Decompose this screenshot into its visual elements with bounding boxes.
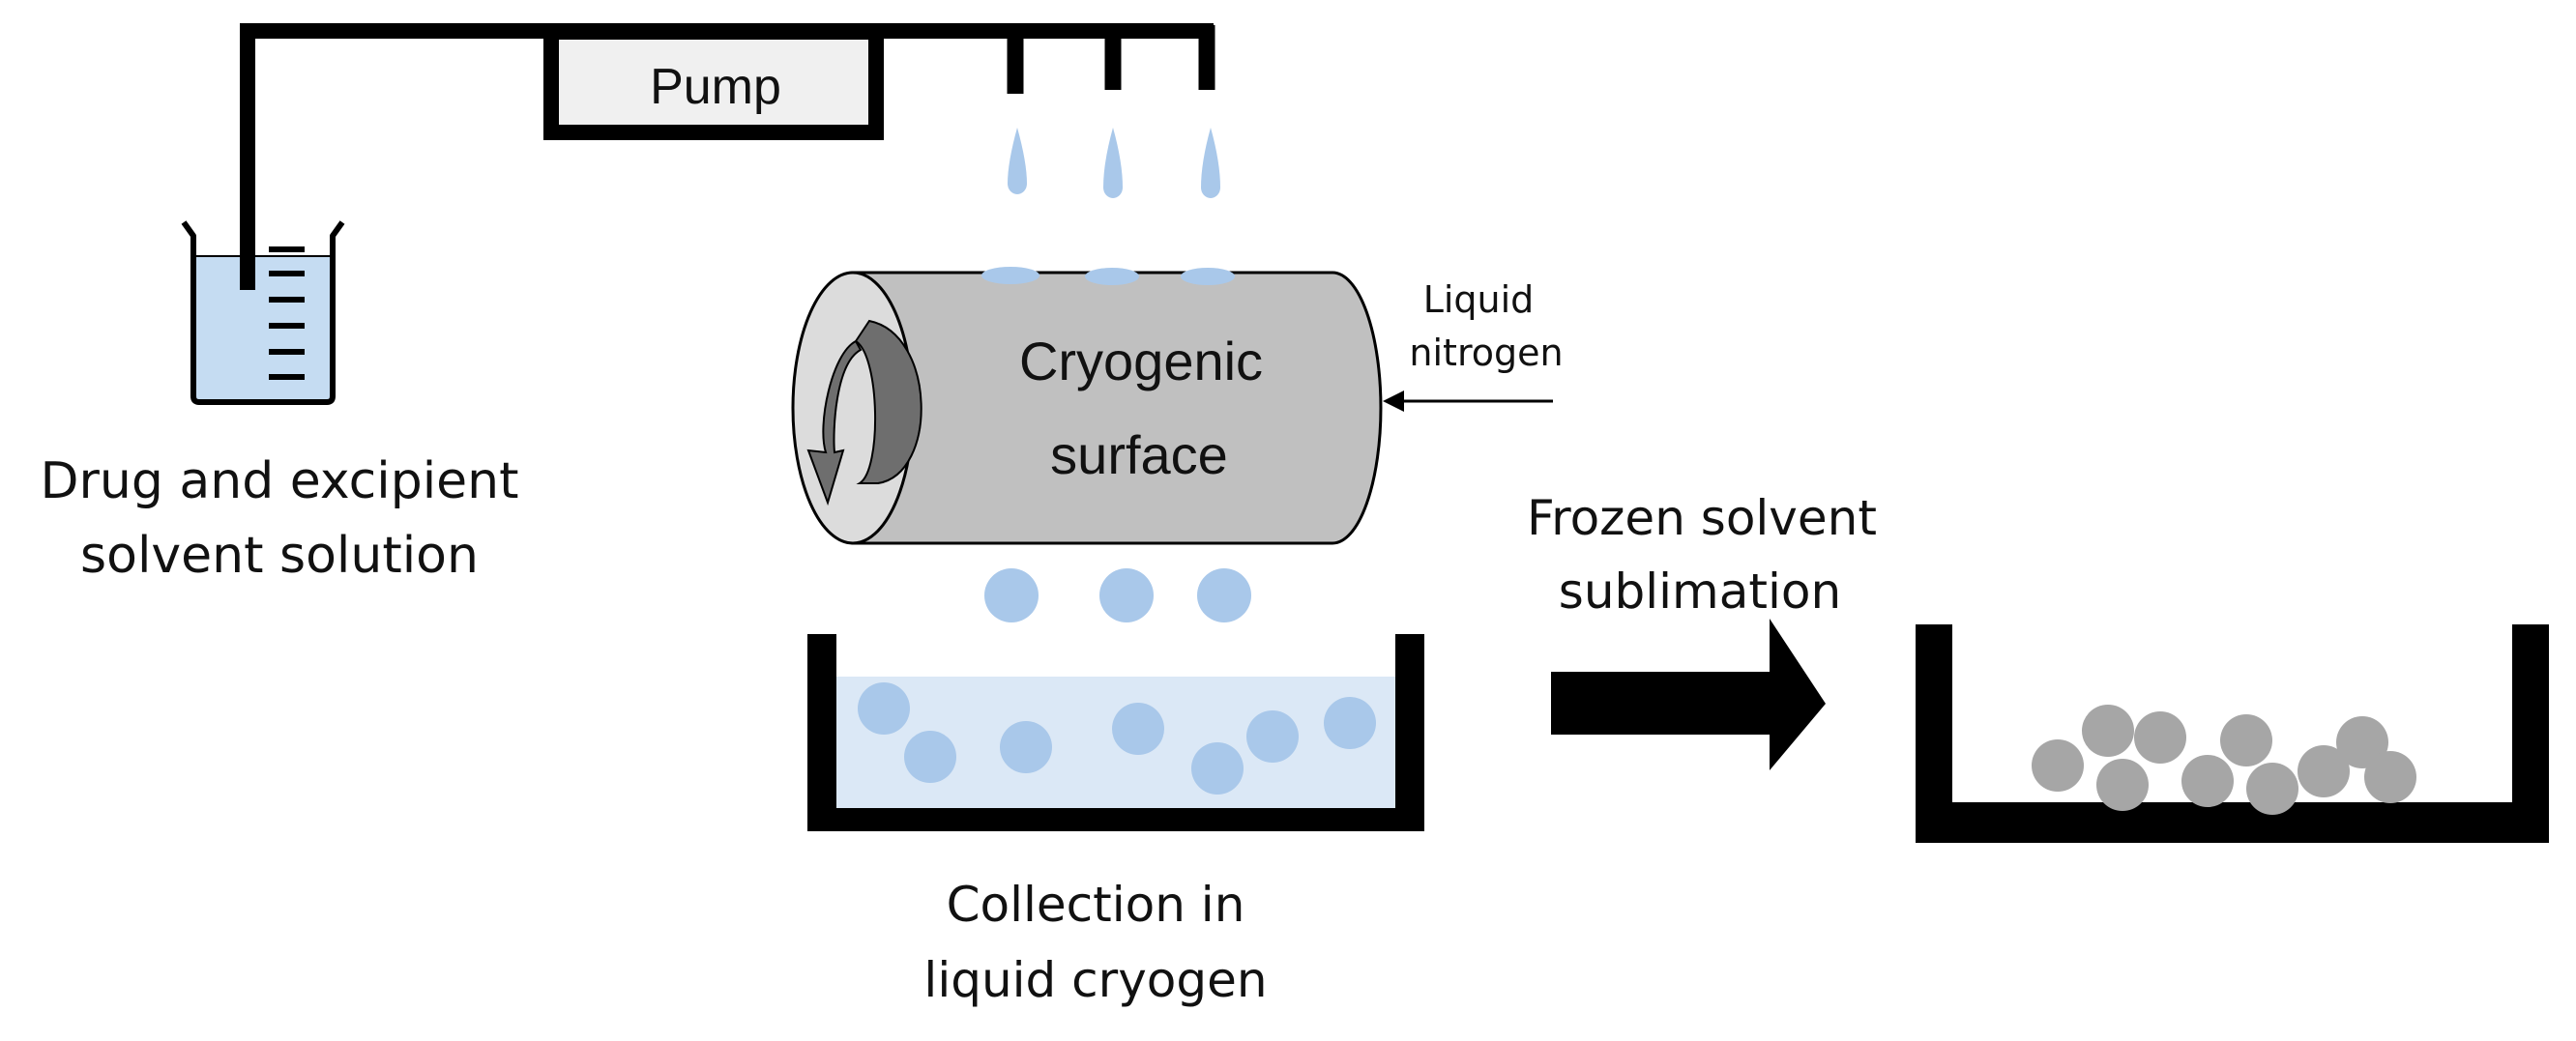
cylinder-body <box>851 271 1383 545</box>
dried-particles <box>2032 705 2416 815</box>
falling-pellet-3 <box>1197 568 1251 622</box>
rotation-arrow-icon <box>806 319 922 506</box>
pump-box <box>543 24 884 140</box>
drop-2 <box>1103 128 1123 198</box>
sublimation-label-line2: sublimation <box>1559 564 1841 620</box>
collection-label-line2: liquid cryogen <box>923 952 1267 1008</box>
cryogenic-surface-label-line2: surface <box>1050 424 1228 485</box>
collected-pellets <box>858 682 1376 795</box>
drop-3 <box>1201 128 1220 198</box>
source-label-line1: Drug and excipient <box>40 452 518 510</box>
product-tray <box>1916 624 2549 843</box>
liquid-nitrogen-label-line1: Liquid <box>1423 278 1535 321</box>
surface-droplets <box>981 267 1235 285</box>
falling-drops <box>1008 128 1220 198</box>
falling-pellet-1 <box>984 568 1039 622</box>
surface-droplet-2 <box>1085 268 1139 285</box>
falling-pellets <box>984 568 1251 622</box>
collection-tray-walls <box>807 634 1424 831</box>
falling-pellet-2 <box>1099 568 1154 622</box>
process-step: Frozen solvent sublimation <box>1527 490 1877 770</box>
beaker-solution <box>193 256 333 402</box>
liquid-nitrogen-label-line2: nitrogen <box>1409 332 1563 374</box>
beaker-icon <box>181 220 345 405</box>
collection-label-line1: Collection in <box>947 877 1245 933</box>
source-label-line2: solvent solution <box>80 527 479 585</box>
beaker-outline <box>181 220 345 405</box>
surface-droplet-1 <box>981 267 1039 284</box>
right-arrow-icon <box>1551 619 1826 770</box>
liquid-nitrogen-inlet: Liquid nitrogen <box>1383 278 1564 412</box>
cryogenic-surface-label-line1: Cryogenic <box>1019 331 1263 391</box>
drop-1 <box>1008 128 1027 194</box>
pump: Pump <box>543 24 884 140</box>
product-tray-walls <box>1916 624 2549 843</box>
cryogenic-cylinder: Cryogenic surface <box>791 271 1383 545</box>
beaker-graduations <box>269 246 305 380</box>
sublimation-label-line1: Frozen solvent <box>1527 490 1877 546</box>
nitrogen-arrow-head <box>1383 390 1404 412</box>
pump-label: Pump <box>650 59 781 115</box>
surface-droplet-3 <box>1181 268 1235 285</box>
collection-tray: Collection in liquid cryogen <box>807 634 1424 1008</box>
